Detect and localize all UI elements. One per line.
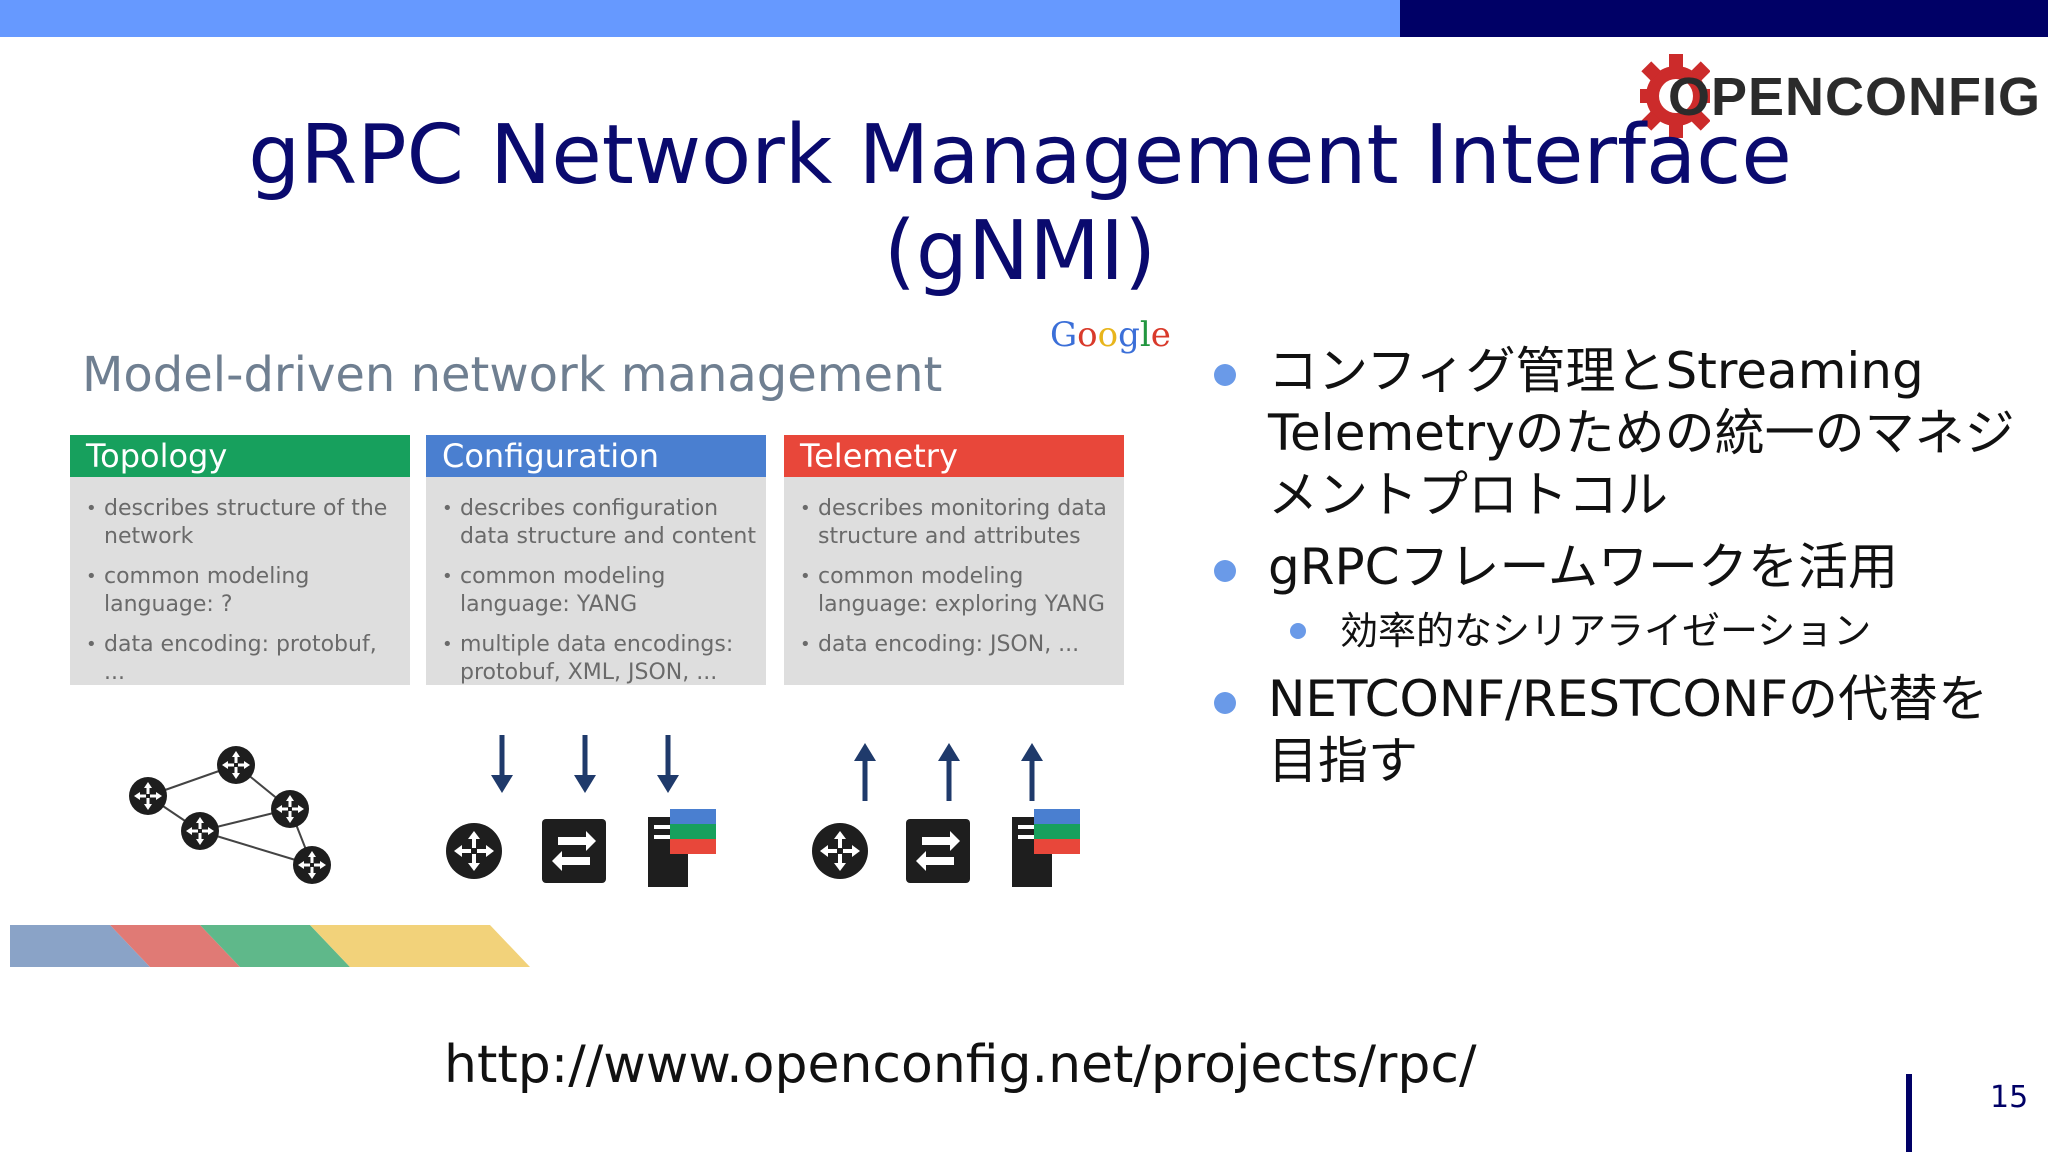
down-arrow-icon <box>574 735 596 793</box>
openconfig-logo: OPENCONFIG <box>1640 52 2040 142</box>
up-arrow-icon <box>938 743 960 801</box>
router-icon <box>812 823 868 879</box>
configuration-header: Configuration <box>426 435 766 477</box>
gear-icon <box>1640 54 1710 138</box>
telemetry-list: describes monitoring data structure and … <box>784 495 1124 659</box>
telemetry-item: data encoding: JSON, ... <box>800 631 1114 659</box>
telemetry-item: describes monitoring data structure and … <box>800 495 1114 551</box>
bullet-item: gRPCフレームワークを活用 <box>1210 536 2030 598</box>
topology-node <box>181 812 219 850</box>
topology-node <box>271 790 309 828</box>
page-number: 15 <box>1990 1080 2029 1115</box>
page-number-divider <box>1906 1074 1912 1152</box>
bullet-dot <box>1214 364 1236 386</box>
bullet-dot <box>1214 692 1236 714</box>
bullet-text: gRPCフレームワークを活用 <box>1268 538 1899 596</box>
google-logo-text: Google <box>1050 315 1171 355</box>
top-accent-bar-light <box>0 0 1400 37</box>
bullet-list: コンフィグ管理とStreaming Telemetryのための統一のマネジメント… <box>1210 340 2030 802</box>
topology-header: Topology <box>70 435 410 477</box>
up-arrow-icon <box>1021 743 1043 801</box>
down-arrow-icon <box>657 735 679 793</box>
top-accent-bar-dark <box>1400 0 2048 37</box>
switch-icon <box>542 819 606 883</box>
telemetry-item: common modeling language: exploring YANG <box>800 563 1114 619</box>
configuration-item: common modeling language: YANG <box>442 563 756 619</box>
configuration-item: describes configuration data structure a… <box>442 495 756 551</box>
topology-node <box>129 777 167 815</box>
diagram-heading: Model-driven network management <box>82 347 943 403</box>
topology-item: data encoding: protobuf, ... <box>86 631 400 687</box>
server-icon <box>648 809 716 887</box>
topology-item: describes structure of the network <box>86 495 400 551</box>
telemetry-panel: Telemetry describes monitoring data stru… <box>784 435 1124 685</box>
reference-url: http://www.openconfig.net/projects/rpc/ <box>444 1035 1477 1095</box>
device-icons <box>129 735 1080 887</box>
switch-icon <box>906 819 970 883</box>
telemetry-header: Telemetry <box>784 435 1124 477</box>
bullet-item: NETCONF/RESTCONFの代替を目指す <box>1210 668 2030 792</box>
topology-panel: Topology describes structure of the netw… <box>70 435 410 685</box>
configuration-list: describes configuration data structure a… <box>426 495 766 687</box>
slide-title-line1: gRPC Network Management Interface <box>248 108 1792 203</box>
slide-title: gRPC Network Management Interface (gNMI) <box>200 108 1840 300</box>
logo-text: OPENCONFIG <box>1668 67 2042 127</box>
slide-title-line2: (gNMI) <box>883 204 1157 299</box>
bullet-text: NETCONF/RESTCONFの代替を目指す <box>1268 670 1988 790</box>
topology-node <box>217 746 255 784</box>
bullet-dot <box>1214 560 1236 582</box>
model-driven-diagram: Model-driven network management Google T… <box>0 305 1180 985</box>
topology-item: common modeling language: ? <box>86 563 400 619</box>
sub-bullet-item: 効率的なシリアライゼーション <box>1210 606 2030 656</box>
up-arrow-icon <box>854 743 876 801</box>
configuration-item: multiple data encodings: protobuf, XML, … <box>442 631 756 687</box>
configuration-panel: Configuration describes configuration da… <box>426 435 766 685</box>
down-arrow-icon <box>491 735 513 793</box>
bullet-item: コンフィグ管理とStreaming Telemetryのための統一のマネジメント… <box>1210 340 2030 526</box>
topology-list: describes structure of the network commo… <box>70 495 410 687</box>
bullet-dot <box>1290 623 1306 639</box>
color-stripe <box>10 925 530 967</box>
server-icon <box>1012 809 1080 887</box>
bullet-text: コンフィグ管理とStreaming Telemetryのための統一のマネジメント… <box>1268 342 2015 524</box>
router-icon <box>446 823 502 879</box>
topology-node <box>293 846 331 884</box>
bullet-text: 効率的なシリアライゼーション <box>1340 609 1872 653</box>
google-logo: Google <box>1050 315 1171 355</box>
